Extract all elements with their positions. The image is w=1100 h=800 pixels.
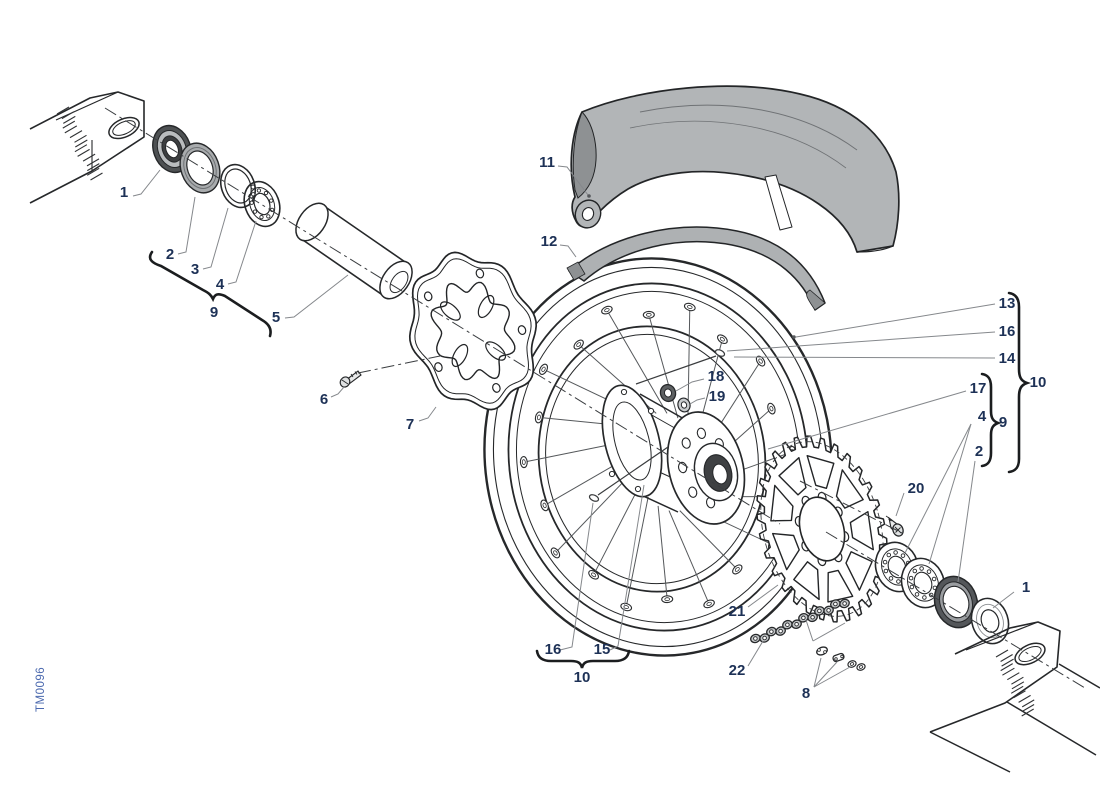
part-label-12: 12 <box>541 233 558 250</box>
bearing-right-b <box>900 557 946 609</box>
part-label-19: 19 <box>709 388 726 405</box>
part-label-17: 17 <box>970 380 987 397</box>
part-label-10: 10 <box>574 669 591 686</box>
part-label-1: 1 <box>1022 579 1030 596</box>
center-axis-lines <box>104 107 1086 689</box>
part-label-22: 22 <box>729 662 746 679</box>
part-label-11: 11 <box>539 154 555 171</box>
part-label-7: 7 <box>406 416 414 433</box>
screw-20 <box>885 515 904 537</box>
rim-strip-12 <box>566 226 826 311</box>
part-label-15: 15 <box>594 641 611 658</box>
tire-11 <box>570 85 900 253</box>
loose-spoke-top <box>635 349 726 385</box>
part-label-18: 18 <box>708 368 725 385</box>
part-label-13: 13 <box>999 295 1016 312</box>
part-label-16: 16 <box>999 323 1016 340</box>
bracket-9-right <box>980 372 1002 468</box>
part-label-2: 2 <box>975 443 983 460</box>
part-label-14: 14 <box>999 350 1016 367</box>
spacer-ring-right-1 <box>970 597 1010 645</box>
part-label-8: 8 <box>802 685 810 702</box>
part-label-16: 16 <box>545 641 562 658</box>
part-label-9: 9 <box>210 304 218 321</box>
bracket-10-bottom <box>535 649 631 669</box>
screw-6 <box>339 370 362 388</box>
swingarm-left <box>29 91 145 204</box>
doc-code: TM0096 <box>35 667 47 712</box>
bearing-4 <box>243 180 281 228</box>
part-label-1: 1 <box>120 184 128 201</box>
chain-22 <box>750 598 850 644</box>
bracket-10-right <box>1007 291 1032 474</box>
part-label-4: 4 <box>216 276 225 293</box>
part-label-20: 20 <box>908 480 925 497</box>
brake-disc-7 <box>408 251 538 411</box>
part-label-6: 6 <box>320 391 328 408</box>
part-label-5: 5 <box>272 309 280 326</box>
bracket-9-top-left <box>148 250 272 338</box>
part-label-2: 2 <box>166 246 174 263</box>
group-brackets <box>148 250 1032 669</box>
seal-ring-right-2 <box>933 575 979 629</box>
hub <box>601 384 746 525</box>
loose-spoke-bottom <box>588 446 669 502</box>
seal-ring-2 <box>179 142 221 194</box>
wheel-rim <box>483 257 833 657</box>
part-label-21: 21 <box>729 603 746 620</box>
part-label-9: 9 <box>999 414 1007 431</box>
chain-link-kit-8 <box>805 619 866 671</box>
axle-spacer-5 <box>295 202 413 300</box>
part-label-3: 3 <box>191 261 199 278</box>
nut-18 <box>659 383 677 403</box>
washer-19 <box>677 397 691 413</box>
swingarm-right <box>929 621 1100 773</box>
part-label-4: 4 <box>978 408 987 425</box>
part-label-10: 10 <box>1030 374 1047 391</box>
sprocket-21 <box>756 435 888 623</box>
bearing-1 <box>152 124 192 174</box>
